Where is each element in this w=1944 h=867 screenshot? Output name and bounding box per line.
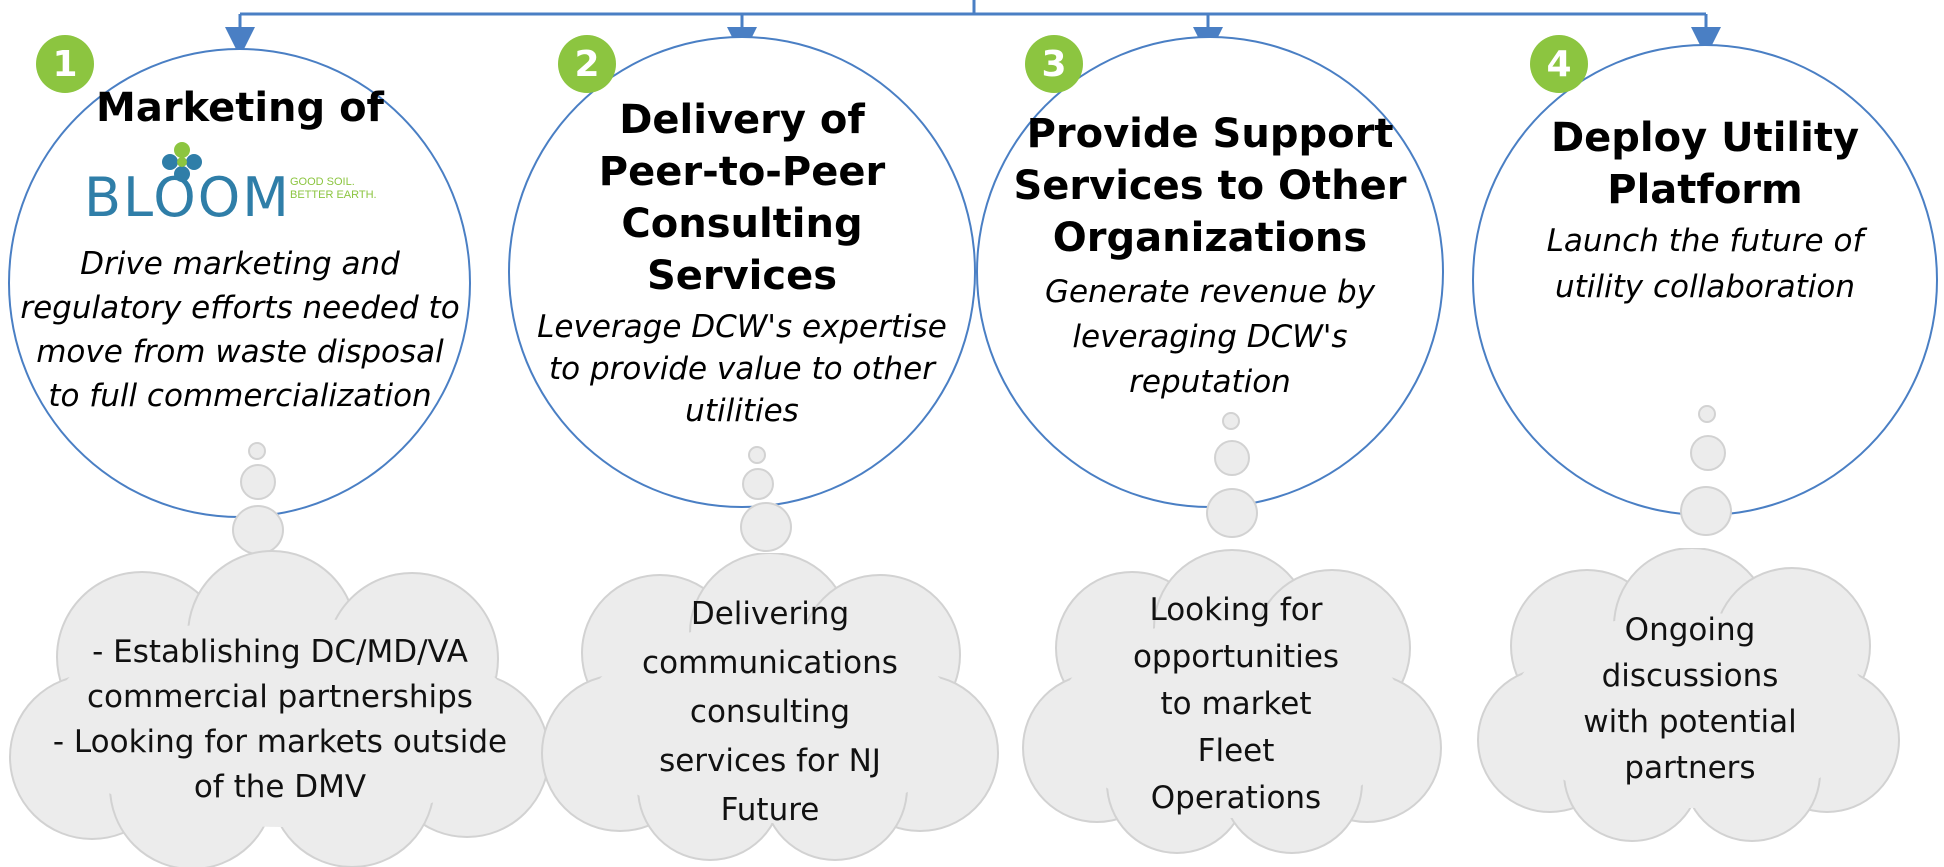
node-description-1-line: move from waste disposal: [36, 334, 444, 370]
node-circle-3: [976, 36, 1444, 508]
node-description-1-line: Drive marketing and: [80, 246, 400, 282]
status-text-4-line: with potential: [1583, 704, 1797, 740]
step-badge-1: 1: [36, 35, 94, 93]
thought-bubble-medium: [1690, 435, 1726, 471]
node-title-1: Marketing of: [60, 82, 420, 134]
thought-bubble-medium: [742, 468, 774, 500]
status-text-1-line: - Looking for markets outside: [52, 724, 508, 760]
status-text-1: - Establishing DC/MD/VA commercial partn…: [30, 630, 530, 810]
bloom-tagline-line2: BETTER EARTH.: [290, 189, 377, 201]
node-description-2-line: Leverage DCW's expertise: [537, 309, 947, 345]
thought-bubble-small: [248, 442, 266, 460]
thought-bubble-medium: [1214, 440, 1250, 476]
node-title-2-line: Delivery of: [619, 97, 865, 143]
node-title-3: Provide Support Services to Other Organi…: [1010, 108, 1410, 264]
thought-bubble-small: [1222, 412, 1240, 430]
status-text-2-line: communications: [642, 645, 898, 681]
status-cloud-4: [1477, 548, 1900, 842]
status-text-3: Looking for opportunities to market Flee…: [1046, 587, 1426, 822]
node-description-3: Generate revenue by leveraging DCW's rep…: [990, 270, 1430, 405]
node-title-4: Deploy Utility Platform: [1515, 112, 1895, 216]
node-description-3-line: leveraging DCW's: [1072, 319, 1348, 355]
node-title-3-line: Provide Support: [1026, 111, 1394, 157]
node-title-4-line: Platform: [1607, 167, 1803, 213]
thought-bubble-large: [1680, 486, 1732, 536]
node-title-2-line: Services: [646, 253, 838, 299]
node-description-2: Leverage DCW's expertise to provide valu…: [522, 306, 962, 432]
step-number-1: 1: [52, 43, 78, 85]
status-text-4: Ongoing discussions with potential partn…: [1500, 607, 1880, 791]
thought-bubble-large: [1206, 488, 1258, 538]
status-text-1-line: - Establishing DC/MD/VA: [92, 634, 468, 670]
status-text-3-line: Fleet: [1197, 733, 1275, 769]
node-title-2: Delivery of Peer-to-Peer Consulting Serv…: [552, 94, 932, 302]
thought-bubble-small: [1698, 405, 1716, 423]
node-description-1-line: regulatory efforts needed to: [20, 290, 460, 326]
step-badge-2: 2: [558, 35, 616, 93]
thought-bubble-medium: [240, 464, 276, 500]
node-description-3-line: reputation: [1129, 364, 1291, 400]
node-title-3-line: Services to Other: [1013, 163, 1407, 209]
thought-bubble-large: [740, 502, 792, 552]
node-description-1-line: to full commercialization: [48, 378, 432, 414]
node-description-1: Drive marketing and regulatory efforts n…: [20, 242, 460, 418]
node-description-3-line: Generate revenue by: [1044, 274, 1376, 310]
status-text-4-line: discussions: [1601, 658, 1779, 694]
status-text-2-line: services for NJ: [659, 743, 881, 779]
bloom-wordmark: BLOOM: [84, 166, 291, 229]
status-text-3-line: Looking for: [1149, 592, 1323, 628]
node-description-4-line: Launch the future of: [1546, 223, 1864, 259]
status-text-1-line: commercial partnerships: [87, 679, 473, 715]
node-title-1-line: Marketing of: [96, 85, 384, 131]
status-text-2: Delivering communications consulting ser…: [570, 590, 970, 835]
status-text-3-line: opportunities: [1132, 639, 1340, 675]
status-text-2-line: Future: [720, 792, 820, 828]
status-text-4-line: partners: [1624, 750, 1756, 786]
bloom-flower-icon: [162, 142, 202, 182]
node-description-4-line: utility collaboration: [1555, 269, 1855, 305]
status-cloud-2: [541, 553, 999, 861]
node-description-2-line: utilities: [685, 393, 799, 429]
step-badge-3: 3: [1025, 35, 1083, 93]
node-circle-1: [8, 48, 471, 518]
thought-bubble-small: [748, 446, 766, 464]
thought-bubble-large: [232, 505, 284, 555]
node-description-2-line: to provide value to other: [548, 351, 936, 387]
status-cloud-1: [9, 550, 550, 867]
step-number-3: 3: [1041, 43, 1067, 85]
step-number-2: 2: [574, 43, 600, 85]
status-text-4-line: Ongoing: [1624, 612, 1756, 648]
step-badge-4: 4: [1530, 35, 1588, 93]
status-text-1-line: of the DMV: [193, 769, 367, 805]
bloom-tagline-line1: GOOD SOIL.: [290, 176, 355, 188]
status-text-3-line: Operations: [1150, 780, 1322, 816]
status-text-2-line: consulting: [689, 694, 851, 730]
node-circle-2: [508, 36, 976, 508]
status-text-2-line: Delivering: [690, 596, 850, 632]
node-title-2-line: Consulting: [621, 201, 863, 247]
node-description-4: Launch the future of utility collaborati…: [1485, 218, 1925, 310]
node-title-3-line: Organizations: [1052, 215, 1368, 261]
bloom-logo: BLOOM GOOD SOIL. BETTER EARTH.: [82, 140, 402, 229]
node-title-4-line: Deploy Utility: [1550, 115, 1860, 161]
step-number-4: 4: [1546, 43, 1572, 85]
status-text-3-line: to market: [1160, 686, 1312, 722]
bloom-tagline: GOOD SOIL. BETTER EARTH.: [290, 176, 377, 202]
node-title-2-line: Peer-to-Peer: [598, 149, 886, 195]
status-cloud-3: [1022, 549, 1442, 854]
